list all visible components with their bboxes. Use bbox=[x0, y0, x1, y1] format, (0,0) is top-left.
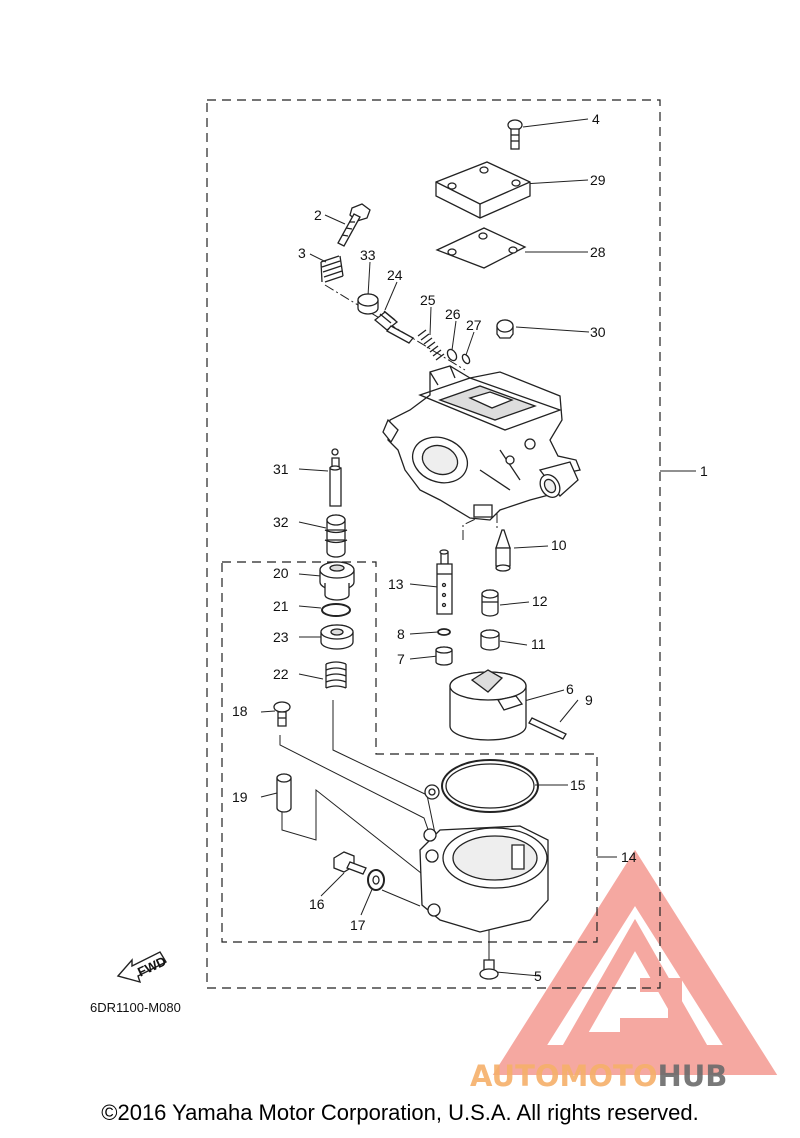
callout-14: 14 bbox=[621, 849, 637, 865]
carburetor-parts bbox=[116, 119, 581, 984]
part-pin-9 bbox=[528, 717, 567, 740]
watermark-text: AUTOMOTOHUB bbox=[470, 1059, 727, 1093]
callout-1: 1 bbox=[700, 463, 708, 479]
callout-11: 11 bbox=[531, 636, 546, 652]
fwd-arrow bbox=[116, 951, 167, 984]
callout-9: 9 bbox=[585, 692, 593, 708]
callout-10: 10 bbox=[551, 537, 567, 553]
copyright-notice: ©2016 Yamaha Motor Corporation, U.S.A. A… bbox=[101, 1100, 699, 1125]
part-rod-31 bbox=[329, 448, 342, 507]
fwd-label: FWD bbox=[135, 953, 168, 979]
part-washer-17 bbox=[367, 869, 385, 891]
callout-27: 27 bbox=[466, 317, 482, 333]
part-float-6 bbox=[449, 669, 527, 741]
part-gasket-28 bbox=[435, 227, 527, 269]
callout-33: 33 bbox=[360, 247, 376, 263]
part-needle-valve-10 bbox=[495, 529, 511, 572]
callout-13: 13 bbox=[388, 576, 404, 592]
callout-21: 21 bbox=[273, 598, 289, 614]
part-cap-23 bbox=[320, 624, 354, 650]
callout-32: 32 bbox=[273, 514, 289, 530]
callout-8: 8 bbox=[397, 626, 405, 642]
assembly-outline bbox=[206, 99, 661, 989]
part-screw-2 bbox=[337, 203, 371, 247]
callout-26: 26 bbox=[445, 306, 461, 322]
part-screw-5 bbox=[479, 959, 499, 980]
callout-3: 3 bbox=[298, 245, 306, 261]
callout-20: 20 bbox=[273, 565, 289, 581]
callout-2: 2 bbox=[314, 207, 322, 223]
callout-25: 25 bbox=[420, 292, 436, 308]
callout-24: 24 bbox=[387, 267, 403, 283]
callout-23: 23 bbox=[273, 629, 289, 645]
diagram-code: 6DR1100-M080 bbox=[90, 1000, 181, 1015]
part-jet-12 bbox=[481, 589, 499, 617]
callout-19: 19 bbox=[232, 789, 248, 805]
watermark-logo bbox=[492, 849, 778, 1075]
callout-7: 7 bbox=[397, 651, 405, 667]
part-screw-18 bbox=[273, 701, 291, 727]
part-oring-8 bbox=[437, 628, 451, 636]
part-cover-29 bbox=[435, 161, 531, 219]
part-spring-3 bbox=[320, 255, 344, 283]
part-plunger-20 bbox=[319, 561, 355, 601]
part-spring-22 bbox=[325, 661, 347, 689]
part-drain-screw-16 bbox=[333, 851, 367, 875]
watermark-part1: AUTOMOTO bbox=[470, 1059, 657, 1093]
part-pin-19 bbox=[276, 773, 292, 813]
callout-22: 22 bbox=[273, 666, 289, 682]
part-oring-26 bbox=[446, 348, 458, 362]
callout-12: 12 bbox=[532, 593, 548, 609]
callout-17: 17 bbox=[350, 917, 366, 933]
callout-4: 4 bbox=[592, 111, 600, 127]
callout-31: 31 bbox=[273, 461, 289, 477]
callout-29: 29 bbox=[590, 172, 606, 188]
callout-6: 6 bbox=[566, 681, 574, 697]
callout-30: 30 bbox=[590, 324, 606, 340]
part-plug-30 bbox=[496, 319, 514, 339]
part-jet-7 bbox=[435, 646, 453, 666]
callout-15: 15 bbox=[570, 777, 586, 793]
part-oring-21 bbox=[321, 603, 351, 617]
part-needle-24 bbox=[373, 310, 414, 344]
leader-lines bbox=[260, 118, 696, 977]
part-float-bowl-14 bbox=[419, 825, 549, 933]
callout-numbers: 1 2 3 4 5 6 7 8 9 10 11 12 13 14 15 16 1… bbox=[232, 111, 708, 984]
part-screw-4 bbox=[507, 119, 523, 150]
part-jet-11 bbox=[480, 629, 500, 651]
part-cap-33 bbox=[357, 293, 379, 315]
part-jet-13 bbox=[436, 549, 453, 615]
watermark-part2: HUB bbox=[657, 1059, 727, 1093]
part-spring-25 bbox=[417, 329, 445, 361]
callout-28: 28 bbox=[590, 244, 606, 260]
part-gasket-15 bbox=[424, 759, 539, 813]
callout-16: 16 bbox=[309, 896, 325, 912]
part-carburetor-body-1 bbox=[382, 365, 581, 521]
callout-5: 5 bbox=[534, 968, 542, 984]
part-boot-32 bbox=[324, 514, 348, 558]
callout-18: 18 bbox=[232, 703, 248, 719]
part-oring-27 bbox=[461, 353, 471, 365]
